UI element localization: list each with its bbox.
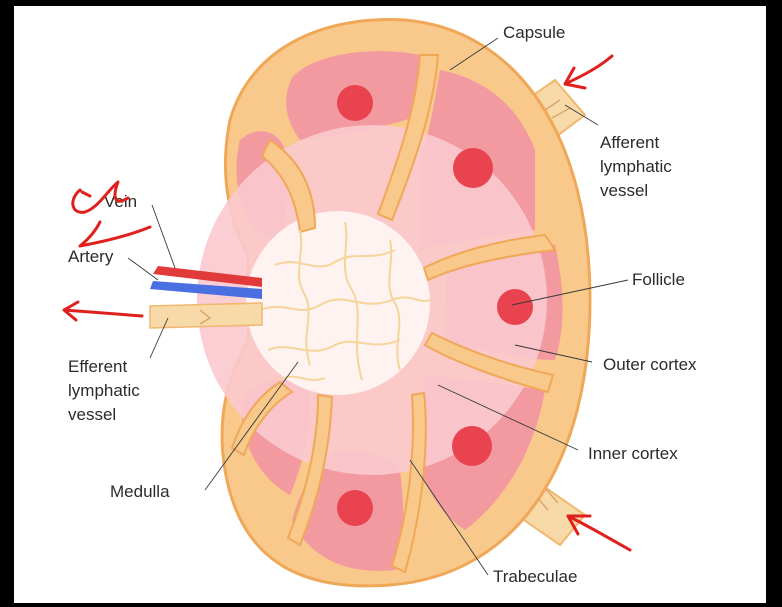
label-afferent-2: lymphatic [600, 157, 672, 176]
medulla [246, 211, 430, 395]
arrow-efferent [64, 302, 142, 320]
label-efferent-3: vessel [68, 405, 116, 424]
scribble-artery [80, 222, 150, 246]
arrow-afferent-bottom [568, 516, 630, 550]
label-afferent-1: Afferent [600, 133, 660, 152]
label-afferent-3: vessel [600, 181, 648, 200]
arrow-afferent-top [565, 56, 612, 88]
label-efferent-1: Efferent [68, 357, 128, 376]
label-artery: Artery [68, 247, 114, 266]
label-trabeculae: Trabeculae [493, 567, 577, 586]
label-medulla: Medulla [110, 482, 170, 501]
label-follicle: Follicle [632, 270, 685, 289]
label-outer-cortex: Outer cortex [603, 355, 697, 374]
label-capsule: Capsule [503, 23, 565, 42]
leader-artery [128, 258, 158, 280]
label-efferent-2: lymphatic [68, 381, 140, 400]
label-inner-cortex: Inner cortex [588, 444, 678, 463]
leader-vein [152, 205, 175, 268]
